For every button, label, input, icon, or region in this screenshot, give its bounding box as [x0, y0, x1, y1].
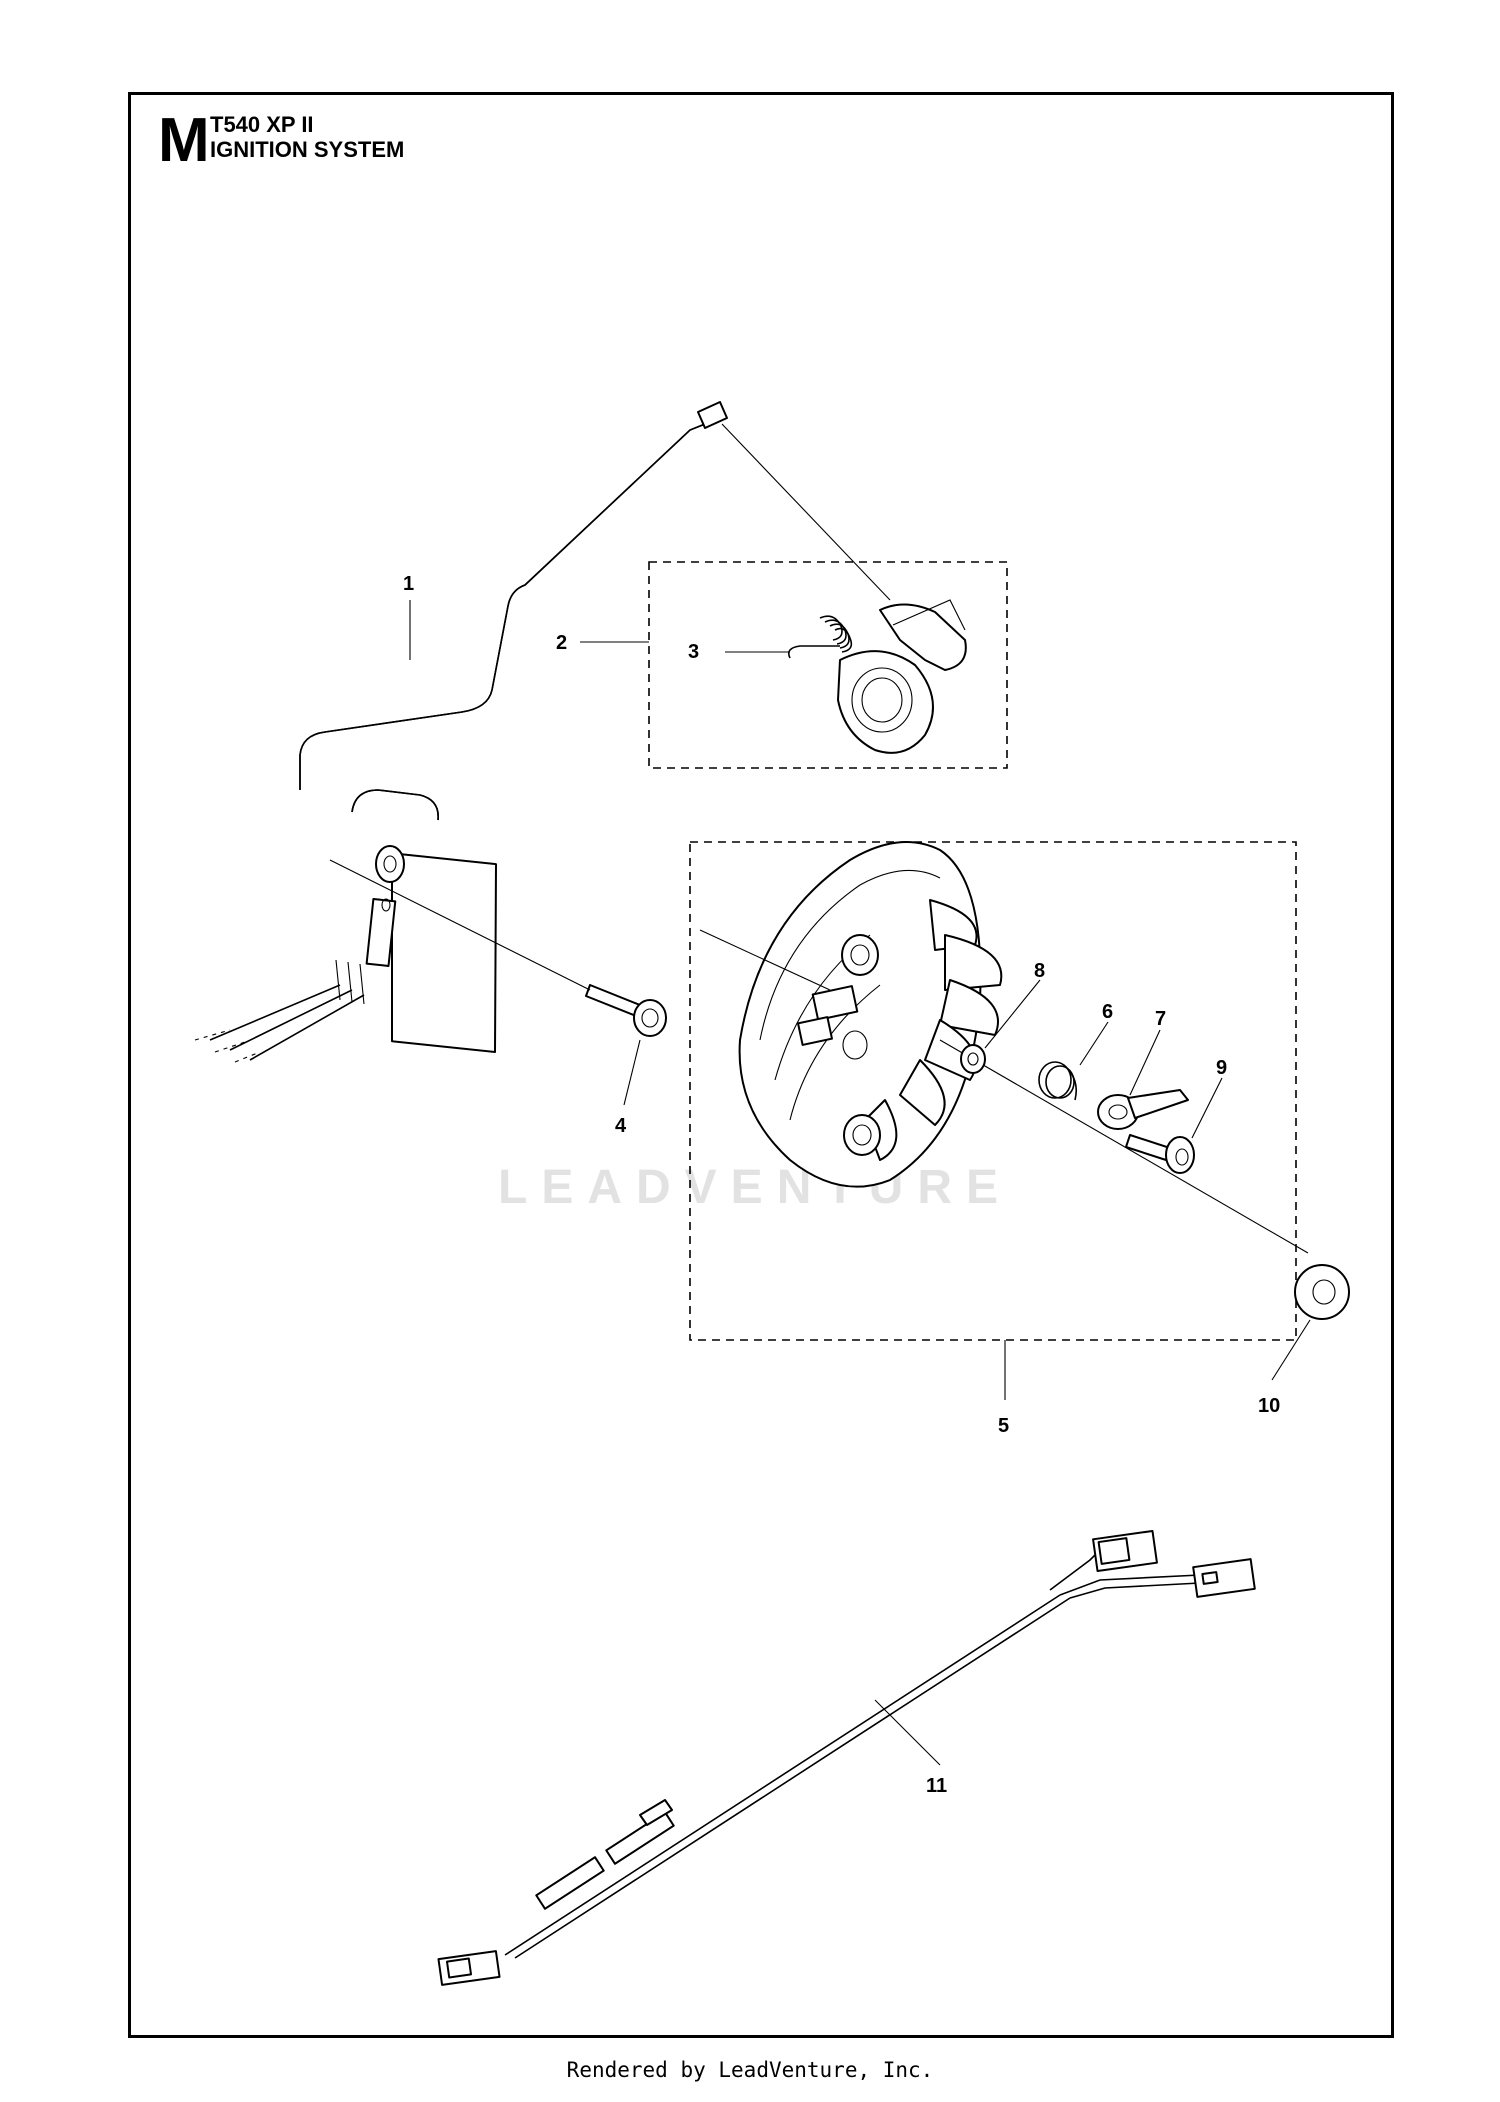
callout-6[interactable]: 6 [1102, 1001, 1113, 1023]
part-1-ignition-module[interactable] [194, 401, 728, 1063]
part-7-pawl[interactable] [1097, 1089, 1189, 1130]
callout-3[interactable]: 3 [688, 641, 699, 663]
part-9-screw[interactable] [1125, 1134, 1195, 1174]
section-title: IGNITION SYSTEM [210, 137, 405, 162]
part-10-nut[interactable] [1294, 1264, 1350, 1320]
part-11-wire-harness[interactable] [437, 1529, 1256, 1986]
callout-2[interactable]: 2 [556, 632, 567, 654]
callout-9[interactable]: 9 [1216, 1057, 1227, 1079]
callout-7[interactable]: 7 [1155, 1008, 1166, 1030]
section-letter: M [158, 106, 210, 175]
diagram-frame [128, 92, 1394, 2038]
part-2-spark-plug-boot[interactable] [837, 599, 967, 754]
model-name: T540 XP II [210, 112, 314, 137]
callout-10[interactable]: 10 [1258, 1395, 1280, 1417]
footer-credit: Rendered by LeadVenture, Inc. [566, 2058, 934, 2082]
part-4-screw[interactable] [585, 984, 667, 1037]
callout-1[interactable]: 1 [403, 573, 414, 595]
callout-11[interactable]: 11 [926, 1775, 947, 1797]
part-2-kit-boundary [648, 561, 1008, 769]
watermark: LEADVENTURE [498, 1161, 1012, 1214]
part-5-kit-boundary [689, 841, 1297, 1341]
callout-4[interactable]: 4 [615, 1115, 627, 1137]
callout-5[interactable]: 5 [998, 1415, 1009, 1437]
callout-8[interactable]: 8 [1034, 960, 1045, 982]
part-6-spring[interactable] [1038, 1061, 1078, 1101]
part-8-washer[interactable] [960, 1044, 986, 1074]
part-5-flywheel[interactable] [738, 841, 1003, 1188]
part-3-spring[interactable] [787, 615, 853, 659]
